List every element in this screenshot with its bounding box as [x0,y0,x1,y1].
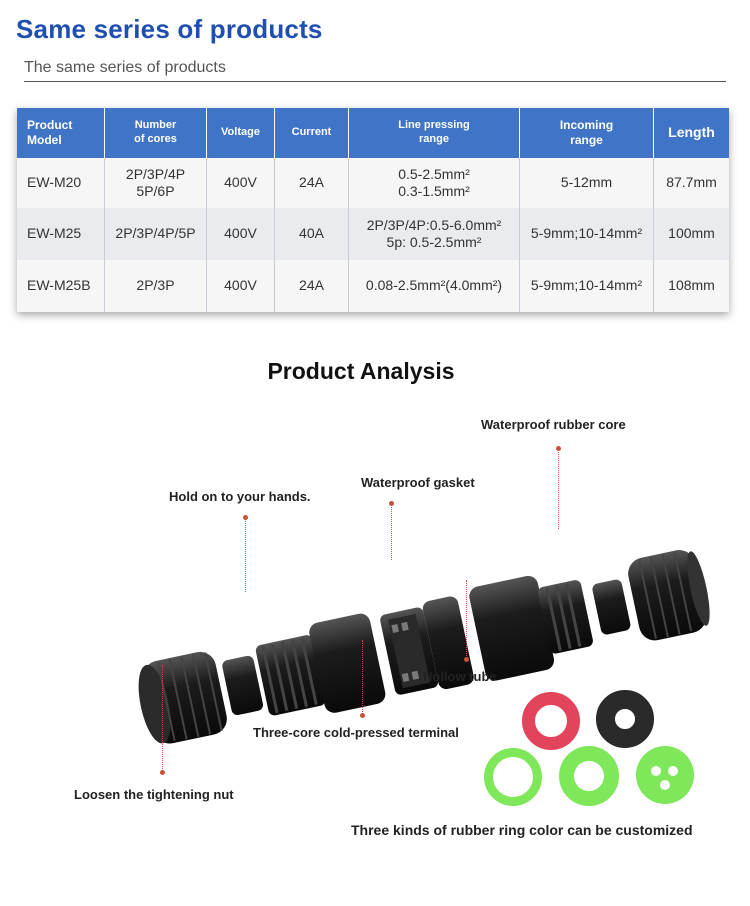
label-loosen-nut: Loosen the tightening nut [74,787,234,802]
leader-dot [243,515,248,520]
leader-line [362,640,363,714]
red-rubber-ring-icon [522,692,580,750]
table-cell: 2P/3P/4P 5P/6P [105,158,207,208]
table-row: EW-M25 2P/3P/4P/5P 400V 40A 2P/3P/4P:0.5… [17,208,729,260]
leader-line [558,449,559,529]
table-cell: 40A [275,208,349,260]
table-header-row: Product Model Number of cores Voltage Cu… [17,108,729,158]
leader-line [245,518,246,592]
label-hollow-tube: Hollow tube [423,669,497,684]
table-cell: 0.5-2.5mm² 0.3-1.5mm² [349,158,520,208]
header-voltage: Voltage [207,108,275,158]
left-rubber-core-icon [222,655,264,716]
right-body-icon [469,575,593,681]
header-incoming-range: Incoming range [520,108,654,158]
left-nut-icon [138,651,227,744]
right-nut-icon [628,550,710,641]
header-current: Current [275,108,349,158]
leader-line [466,580,467,658]
green-rubber-plug-icon [636,746,694,804]
leader-dot [160,770,165,775]
right-rubber-core-icon [592,579,631,635]
table-cell: EW-M20 [17,158,105,208]
table-row: EW-M20 2P/3P/4P 5P/6P 400V 24A 0.5-2.5mm… [17,158,729,208]
table-cell: 24A [275,158,349,208]
header-length: Length [668,124,715,141]
page-title: Same series of products [16,14,323,44]
table-cell: 5-9mm;10-14mm² [520,208,654,260]
leader-dot [360,713,365,718]
table-cell: 400V [207,260,275,312]
header-product-model: Product Model [17,108,105,158]
left-body-icon [255,613,386,716]
table-cell: 2P/3P/4P:0.5-6.0mm² 5p: 0.5-2.5mm² [349,208,520,260]
table-cell: EW-M25B [17,260,105,312]
table-cell: 5-12mm [520,158,654,208]
table-cell: 24A [275,260,349,312]
page-subtitle: The same series of products [24,59,726,82]
black-rubber-ring-icon [596,690,654,748]
terminal-block-icon [380,596,474,695]
green-rubber-ring-thin-icon [484,748,542,806]
table-cell: 0.08-2.5mm²(4.0mm²) [349,260,520,312]
leader-line [162,665,163,771]
leader-line [391,504,392,560]
section-title: Product Analysis [267,358,455,384]
table-cell: 2P/3P [105,260,207,312]
header-number-of-cores: Number of cores [105,108,207,158]
table-row: EW-M25B 2P/3P 400V 24A 0.08-2.5mm²(4.0mm… [17,260,729,312]
label-waterproof-rubber-core: Waterproof rubber core [481,417,626,432]
table-cell: 2P/3P/4P/5P [105,208,207,260]
leader-dot [464,657,469,662]
table-cell: EW-M25 [17,208,105,260]
spec-table: Product Model Number of cores Voltage Cu… [17,108,729,312]
table-cell: 400V [207,208,275,260]
label-rubber-ring-colors: Three kinds of rubber ring color can be … [351,822,693,838]
green-rubber-ring-thick-icon [559,746,619,806]
table-cell: 100mm [668,225,715,242]
label-hold-on: Hold on to your hands. [169,489,311,504]
table-cell: 87.7mm [666,174,717,191]
leader-dot [556,446,561,451]
header-line-pressing-range: Line pressing range [349,108,520,158]
table-cell: 400V [207,158,275,208]
table-cell: 108mm [668,277,715,294]
label-waterproof-gasket: Waterproof gasket [361,475,475,490]
label-terminal: Three-core cold-pressed terminal [253,725,459,740]
leader-dot [389,501,394,506]
table-cell: 5-9mm;10-14mm² [520,260,654,312]
